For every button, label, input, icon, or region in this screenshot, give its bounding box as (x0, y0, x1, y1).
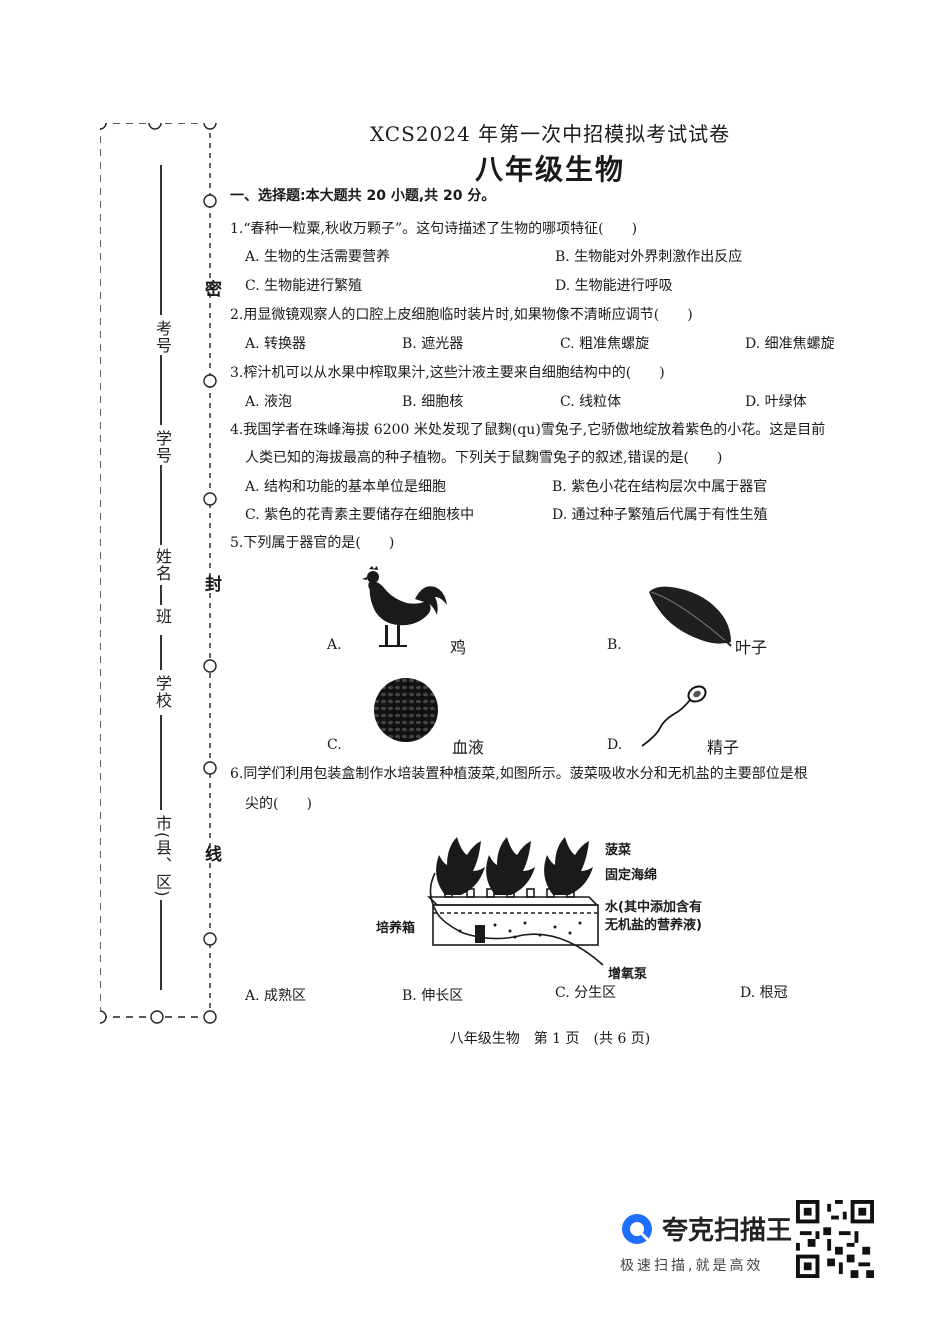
q5-caption-c: 血液 (452, 738, 485, 757)
school-label: 学校 (153, 675, 172, 709)
leaf-icon (649, 586, 732, 647)
binding-margin (100, 123, 217, 1024)
field-line (160, 900, 162, 990)
q3-stem: 3.榨汁机可以从水果中榨取果汁,这些汁液主要来自细胞结构中的( ) (230, 365, 665, 381)
q1-stem: 1.“春种一粒粟,秋收万颗子”。这句诗描述了生物的哪项特征( ) (230, 221, 638, 237)
q1-option-b: B. 生物能对外界刺激作出反应 (555, 249, 743, 265)
q5-option-c: C. (327, 737, 342, 753)
brand-name: 夸克扫描王 (662, 1216, 793, 1246)
city-label: 市(县、区) (153, 815, 172, 898)
binding-border (100, 123, 217, 1024)
q4-option-b: B. 紫色小花在结构层次中属于器官 (552, 479, 768, 495)
q5-caption-d: 精子 (707, 738, 740, 757)
q1-option-a: A. 生物的生活需要营养 (245, 249, 391, 265)
field-line (160, 585, 162, 605)
q4-option-d: D. 通过种子繁殖后代属于有性生殖 (552, 507, 768, 523)
q5-option-b: B. (607, 637, 622, 653)
q6-stem-line1: 6.同学们利用包装盒制作水培装置种植菠菜,如图所示。菠菜吸收水分和无机盐的主要部… (230, 766, 808, 782)
blood-cells-icon (374, 678, 438, 742)
class-label: 班 (153, 608, 172, 625)
exam-title: XCS2024 年第一次中招模拟考试试卷 (369, 122, 731, 146)
q6-option-b: B. 伸长区 (402, 988, 464, 1004)
label-water-line2: 无机盐的营养液) (605, 918, 702, 933)
student-number-label: 学号 (153, 430, 172, 464)
q3-option-b: B. 细胞核 (402, 394, 464, 410)
q3-option-d: D. 叶绿体 (745, 394, 807, 410)
q5-option-a: A. (327, 637, 342, 653)
label-sponge: 固定海绵 (605, 868, 658, 883)
sperm-icon (641, 685, 707, 747)
seal-text-mi: 密 (201, 280, 221, 297)
q5-caption-a: 鸡 (450, 638, 467, 657)
field-line (160, 165, 162, 315)
q6-option-c: C. 分生区 (555, 985, 617, 1001)
brand-slogan: 极速扫描,就是高效 (620, 1258, 764, 1274)
seal-text-feng: 封 (201, 575, 221, 592)
field-line (160, 715, 162, 810)
q5-stem: 5.下列属于器官的是( ) (230, 535, 395, 551)
label-spinach: 菠菜 (605, 843, 632, 858)
quark-logo-icon (622, 1213, 652, 1244)
rooster-icon (362, 566, 447, 647)
label-box: 培养箱 (376, 921, 416, 936)
q3-option-c: C. 线粒体 (560, 394, 622, 410)
seal-text-xian: 线 (201, 845, 221, 862)
q5-option-d: D. (607, 737, 623, 753)
section-heading: 一、选择题:本大题共 20 小题,共 20 分。 (230, 188, 496, 204)
q5-caption-b: 叶子 (735, 638, 768, 657)
q2-stem: 2.用显微镜观察人的口腔上皮细胞临时装片时,如果物像不清晰应调节( ) (230, 307, 693, 323)
name-label: 姓名 (153, 548, 172, 582)
q4-stem-line1: 4.我国学者在珠峰海拔 6200 米处发现了鼠麴(qu)雪兔子,它骄傲地绽放着紫… (230, 422, 826, 438)
field-line (160, 465, 162, 545)
q6-stem-line2: 尖的( ) (245, 796, 312, 812)
page-footer: 八年级生物 第 1 页 (共 6 页) (449, 1031, 651, 1047)
q1-option-c: C. 生物能进行繁殖 (245, 278, 363, 294)
q2-option-b: B. 遮光器 (402, 336, 464, 352)
qr-code-icon (796, 1200, 874, 1278)
scanner-watermark: 夸克扫描王 极速扫描,就是高效 (620, 1210, 792, 1275)
field-line (160, 635, 162, 670)
hydroponic-diagram (427, 837, 604, 966)
q3-option-a: A. 液泡 (245, 394, 293, 410)
q6-option-d: D. 根冠 (740, 985, 788, 1001)
exam-number-label: 考号 (153, 320, 172, 354)
label-water-line1: 水(其中添加含有 (605, 900, 702, 915)
q6-option-a: A. 成熟区 (245, 988, 307, 1004)
subject-title: 八年级生物 (474, 153, 625, 186)
q4-option-a: A. 结构和功能的基本单位是细胞 (245, 479, 447, 495)
q4-stem-line2: 人类已知的海拔最高的种子植物。下列关于鼠麴雪兔子的叙述,错误的是( ) (245, 450, 723, 466)
q2-option-a: A. 转换器 (245, 336, 307, 352)
label-pump: 增氧泵 (608, 967, 648, 982)
q2-option-c: C. 粗准焦螺旋 (560, 336, 650, 352)
q4-option-c: C. 紫色的花青素主要储存在细胞核中 (245, 507, 475, 523)
field-line (160, 355, 162, 425)
q2-option-d: D. 细准焦螺旋 (745, 336, 835, 352)
q1-option-d: D. 生物能进行呼吸 (555, 278, 673, 294)
